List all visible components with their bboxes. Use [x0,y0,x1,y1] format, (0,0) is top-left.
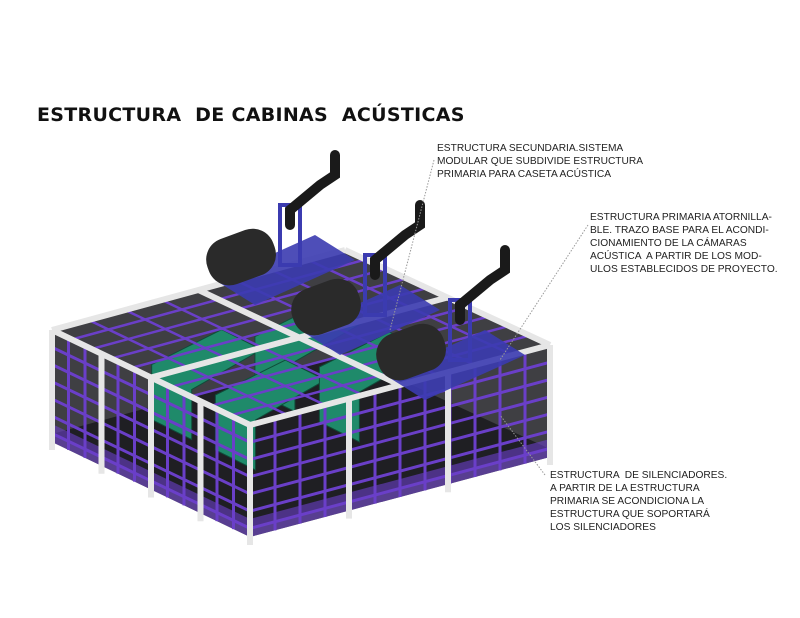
silencer-cylinder [291,278,361,336]
exhaust-pipe [285,150,340,230]
silencer-cylinder [376,323,446,381]
right-face-grid-horizontal-bar [249,378,551,461]
right-face-grid-horizontal-bar [249,412,551,496]
silencer-cylinder [206,228,276,286]
right-face-grid-horizontal-bar [249,429,551,513]
exhaust-pipe [370,200,425,280]
genset [214,359,327,471]
right-face-grid-horizontal-bar [249,360,551,444]
leader-line [389,159,435,331]
primary-frame-beam [197,287,402,388]
leader-line [499,414,546,476]
silencer-support-platform [215,235,355,305]
silencer-support-platform [300,285,440,355]
exhaust-pipe [455,245,510,325]
right-face-grid-horizontal-bar [249,395,551,479]
annotation-secondary-structure: ESTRUCTURA SECUNDARIA.SISTEMA MODULAR QU… [437,143,644,180]
annotation-primary-structure: ESTRUCTURA PRIMARIA ATORNILLA- BLE. TRAZ… [590,212,778,275]
page-title: ESTRUCTURA DE CABINAS ACÚSTICAS [37,104,465,126]
annotation-silencer-structure: ESTRUCTURA DE SILENCIADORES. A PARTIR DE… [550,470,728,533]
silencer-support-platform [385,330,525,400]
